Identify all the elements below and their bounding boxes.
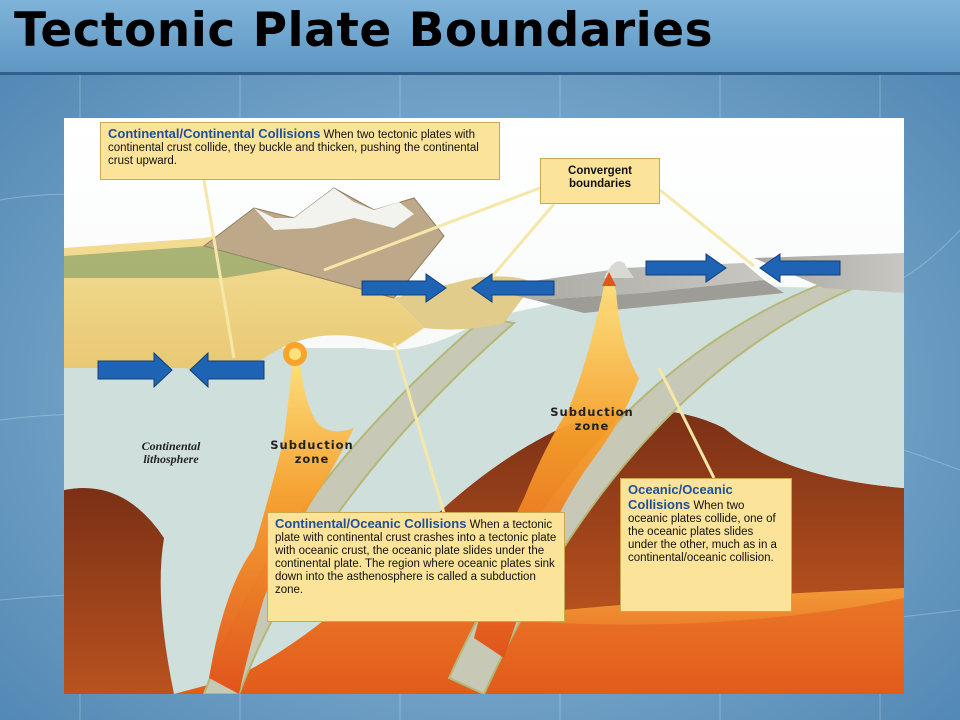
arrow-mid-east-icon [361, 273, 447, 303]
callout-heading: Oceanic/Oceanic Collisions [628, 482, 733, 512]
callout-continental-continental: Continental/Continental Collisions When … [100, 122, 500, 180]
subduction-label-line1: Subduction [550, 405, 634, 419]
arrow-right-west-icon [759, 253, 841, 283]
arrow-left-east-icon [97, 351, 173, 389]
callout-heading: Continental/Continental Collisions [108, 126, 321, 141]
title-bar: Tectonic Plate Boundaries [0, 0, 960, 75]
slide-title: Tectonic Plate Boundaries [14, 3, 714, 58]
leader-lines [202, 179, 755, 514]
callout-body: When two oceanic plates collide, one of … [628, 500, 777, 564]
subduction-zone-label-left: Subduction zone [264, 438, 360, 466]
plate-motion-arrow-icon [97, 253, 841, 389]
tectonic-diagram: Subduction zone Subduction zone Continen… [64, 118, 904, 694]
callout-heading: Continental/Oceanic Collisions [275, 516, 467, 531]
callout-convergent-boundaries: Convergent boundaries [540, 158, 660, 204]
callout-line1: Convergent [568, 165, 632, 177]
subduction-label-line2: zone [574, 419, 610, 433]
callout-oceanic-oceanic: Oceanic/Oceanic Collisions When two ocea… [620, 478, 792, 612]
continental-lithosphere-label: Continental lithosphere [126, 440, 216, 466]
subduction-label-line2: zone [294, 452, 330, 466]
callout-line2: boundaries [569, 178, 631, 190]
callout-body: When a tectonic plate with continental c… [275, 519, 557, 596]
lithosphere-label-line2: lithosphere [143, 452, 199, 466]
arrow-right-east-icon [645, 253, 727, 283]
mantle-left [64, 487, 194, 694]
lithosphere-label-line1: Continental [141, 439, 201, 453]
subduction-zone-label-right: Subduction zone [544, 405, 640, 433]
arrow-mid-west-icon [471, 273, 555, 303]
callout-continental-oceanic: Continental/Oceanic Collisions When a te… [267, 512, 565, 622]
arrow-left-west-icon [189, 351, 265, 389]
callout-body: When two tectonic plates with continenta… [108, 129, 479, 167]
subduction-label-line1: Subduction [270, 438, 354, 452]
